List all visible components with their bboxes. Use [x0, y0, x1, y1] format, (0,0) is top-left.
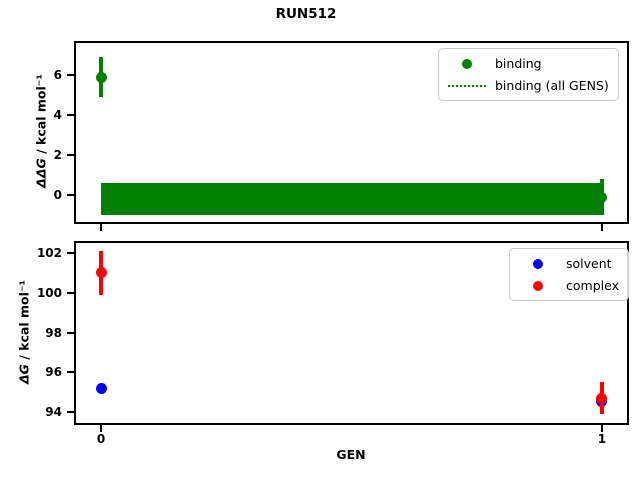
data-point [95, 267, 107, 279]
y-tick-mark [67, 194, 74, 196]
y-tick-mark [67, 114, 74, 116]
x-tick-mark [600, 224, 603, 231]
data-point [596, 191, 608, 203]
figure-title: RUN512 [275, 6, 337, 22]
top-legend: binding binding (all GENS) [438, 48, 619, 101]
legend-entry-binding: binding [448, 54, 609, 73]
uncertainty-band [101, 183, 602, 215]
legend-entry-binding-all-gens: binding (all GENS) [448, 76, 609, 95]
legend-label: complex [566, 278, 619, 293]
y-tick-label: 96 [45, 365, 62, 380]
y-tick-label: 94 [45, 405, 62, 420]
y-tick-label: 6 [53, 68, 62, 82]
solvent-marker-icon [533, 258, 543, 269]
y-tick-mark [67, 411, 74, 414]
legend-entry-complex: complex [519, 276, 619, 295]
x-tick-mark [600, 425, 603, 432]
y-tick-label: 0 [53, 188, 62, 202]
binding-marker-icon [462, 58, 472, 69]
y-tick-mark [67, 154, 74, 156]
legend-label: binding [495, 56, 542, 71]
bottom-legend: solvent complex [509, 248, 629, 301]
data-point [95, 71, 107, 83]
data-point [596, 392, 608, 404]
x-tick-label: 0 [96, 432, 106, 446]
y-tick-label: 2 [53, 148, 62, 162]
binding-all-gens-dotted-line-icon [448, 84, 486, 87]
legend-label: solvent [566, 256, 612, 271]
y-tick-label: 4 [53, 108, 62, 122]
x-tick-label: 1 [597, 432, 607, 446]
y-tick-mark [67, 251, 74, 254]
data-point [95, 382, 107, 394]
y-tick-mark [67, 291, 74, 294]
y-tick-mark [67, 371, 74, 374]
x-tick-mark [100, 425, 103, 432]
x-axis-label: GEN [336, 447, 366, 462]
complex-marker-icon [533, 280, 543, 291]
legend-label: binding (all GENS) [495, 78, 609, 93]
y-tick-mark [67, 331, 74, 334]
x-tick-mark [100, 224, 103, 231]
y-tick-label: 98 [45, 325, 62, 340]
y-tick-label: 100 [36, 285, 62, 300]
legend-entry-solvent: solvent [519, 254, 619, 273]
y-tick-label: 102 [36, 245, 62, 260]
y-tick-mark [67, 74, 74, 76]
